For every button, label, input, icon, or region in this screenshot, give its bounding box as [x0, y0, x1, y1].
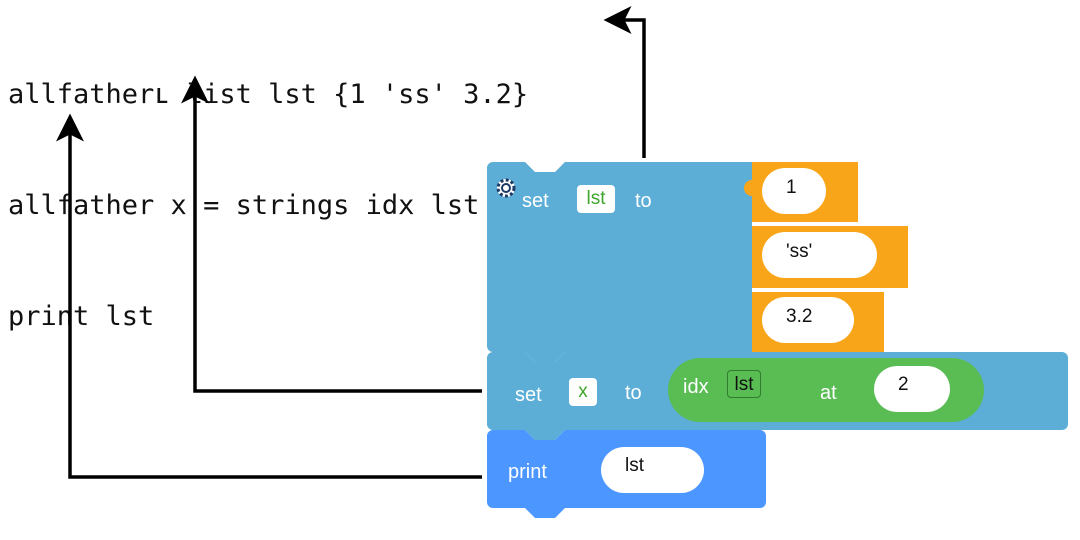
arrow-print-to-line-3 — [56, 113, 482, 479]
arrow-set-x-to-line-2 — [181, 75, 482, 393]
variable-chip-lst[interactable]: lst — [577, 185, 615, 213]
gear-icon[interactable] — [496, 178, 516, 198]
print-keyword: print — [508, 461, 547, 483]
code-line-2: allfather x = strings idx lst 2 — [8, 190, 512, 221]
at-keyword: at — [820, 382, 837, 404]
set-list-block[interactable] — [487, 162, 752, 362]
set-keyword-x: set — [515, 384, 542, 406]
value-pill-1[interactable]: 1 — [762, 168, 826, 214]
print-argument-pill[interactable]: lst — [601, 447, 704, 493]
code-listing: allfatherʟ list lst {1 'ss' 3.2} allfath… — [8, 2, 528, 372]
idx-list-slot[interactable]: lst — [727, 370, 761, 398]
index-value-pill[interactable]: 2 — [874, 366, 950, 412]
to-keyword-x: to — [625, 382, 642, 404]
value-pill-ss[interactable]: 'ss' — [762, 232, 877, 278]
idx-keyword: idx — [683, 376, 709, 398]
set-keyword: set — [522, 190, 549, 212]
code-line-1: allfatherʟ list lst {1 'ss' 3.2} — [8, 79, 529, 110]
arrow-list-to-line-1 — [603, 6, 646, 158]
code-line-3: print lst — [8, 301, 155, 332]
to-keyword: to — [635, 190, 652, 212]
value-pill-3-2[interactable]: 3.2 — [762, 297, 854, 343]
variable-chip-x[interactable]: x — [569, 378, 597, 406]
